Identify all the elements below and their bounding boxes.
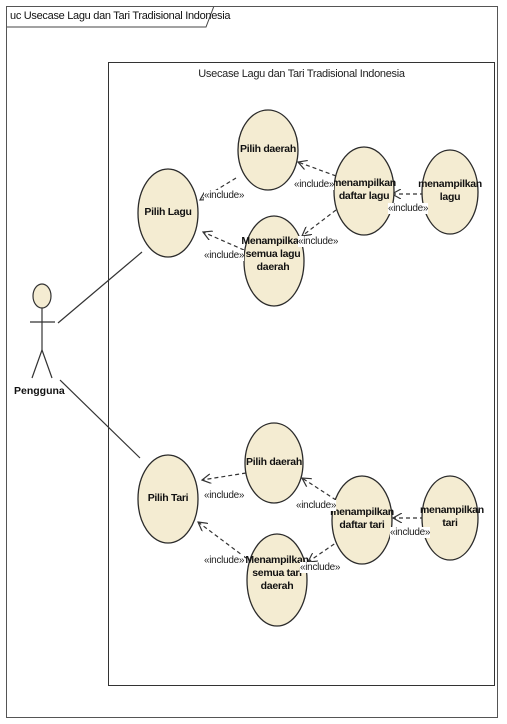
usecase-pilih-daerah-lagu — [237, 109, 299, 191]
usecase-menampilkan-daftar-tari — [331, 475, 393, 565]
usecase-label: menampilkan daftar lagu — [332, 177, 396, 202]
include-arrow — [198, 522, 247, 559]
include-stereotype: «include» — [204, 190, 245, 201]
include-arrow — [298, 162, 337, 177]
usecase-label: Pilih Tari — [147, 492, 189, 504]
system-boundary — [108, 62, 495, 686]
include-stereotype: «include» — [296, 500, 337, 511]
diagram-frame — [6, 6, 498, 718]
include-stereotype: «include» — [390, 527, 431, 538]
association-line-lagu — [57, 251, 143, 324]
usecase-menampilkan-tari — [421, 475, 479, 561]
usecase-pilih-lagu — [137, 168, 199, 258]
include-stereotype: «include» — [388, 203, 429, 214]
usecase-label: menampilkan tari — [420, 504, 484, 529]
usecase-pilih-daerah-tari — [244, 422, 304, 504]
include-stereotype: «include» — [204, 490, 245, 501]
include-stereotype: «include» — [204, 555, 245, 566]
frame-title: uc Usecase Lagu dan Tari Tradisional Ind… — [10, 10, 231, 22]
usecase-pilih-tari — [137, 454, 199, 544]
include-stereotype: «include» — [294, 179, 335, 190]
include-arrow — [302, 209, 337, 236]
include-arrow — [308, 539, 341, 562]
include-arrow — [202, 472, 247, 480]
include-arrow — [203, 232, 245, 251]
usecase-label: Pilih Lagu — [144, 206, 192, 218]
system-boundary-title: Usecase Lagu dan Tari Tradisional Indone… — [198, 68, 405, 80]
usecase-label: Pilih daerah — [246, 456, 302, 468]
association-line-tari — [59, 379, 141, 459]
usecase-label: menampilkan lagu — [418, 178, 482, 203]
include-arrow — [302, 478, 337, 501]
frame-tab — [6, 6, 215, 28]
usecase-menampilkan-daftar-lagu — [333, 146, 395, 236]
actor-label: Pengguna — [14, 385, 65, 397]
include-stereotype: «include» — [298, 236, 339, 247]
include-stereotype: «include» — [204, 250, 245, 261]
include-stereotype: «include» — [300, 562, 341, 573]
usecase-label: Menampilkan semua lagu daerah — [241, 235, 305, 273]
usecase-label: Pilih daerah — [240, 143, 296, 155]
usecase-menampilkan-semua-lagu — [243, 215, 305, 307]
usecase-label: Menampilkan semua tari daerah — [245, 554, 309, 592]
actor-figure — [30, 283, 55, 379]
usecase-label: menampilkan daftar tari — [330, 506, 394, 531]
usecase-menampilkan-semua-tari — [246, 533, 308, 627]
usecase-menampilkan-lagu — [421, 149, 479, 235]
